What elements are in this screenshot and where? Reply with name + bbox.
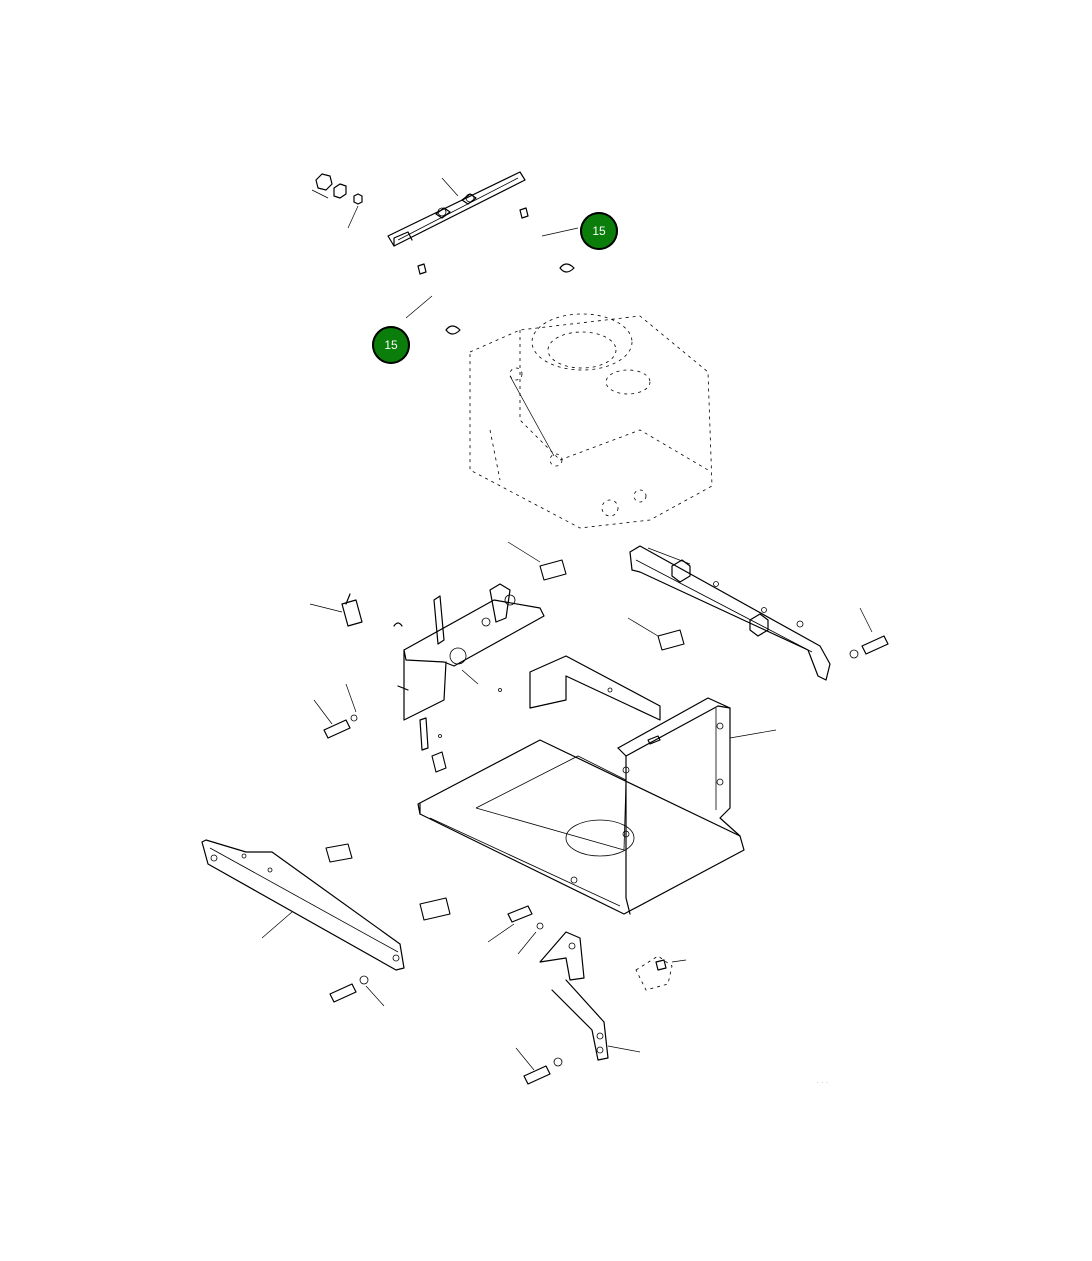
right-side-rail	[629, 545, 831, 681]
callout-badge[interactable]: 15	[372, 326, 410, 364]
nut-group	[311, 173, 363, 229]
engine-housing	[469, 313, 713, 529]
bottom-right-bracket	[539, 931, 641, 1061]
ghost-clip	[635, 955, 687, 991]
main-frame-tray	[417, 655, 777, 915]
callout-badge[interactable]: 15	[580, 212, 618, 250]
bolt-right	[849, 607, 889, 659]
clip-left	[309, 593, 409, 691]
bottom-bolts	[329, 905, 563, 1085]
rubber-pads	[325, 541, 685, 921]
callout-label: 15	[592, 224, 606, 238]
bolt-left-upper	[313, 683, 358, 739]
small-fasteners	[405, 207, 579, 335]
bottom-left-rail	[201, 839, 405, 971]
top-mounting-bar	[387, 171, 526, 247]
callout-label: 15	[384, 338, 398, 352]
drawing-reference: · · ·	[816, 1078, 829, 1087]
left-upper-bracket	[403, 583, 545, 751]
